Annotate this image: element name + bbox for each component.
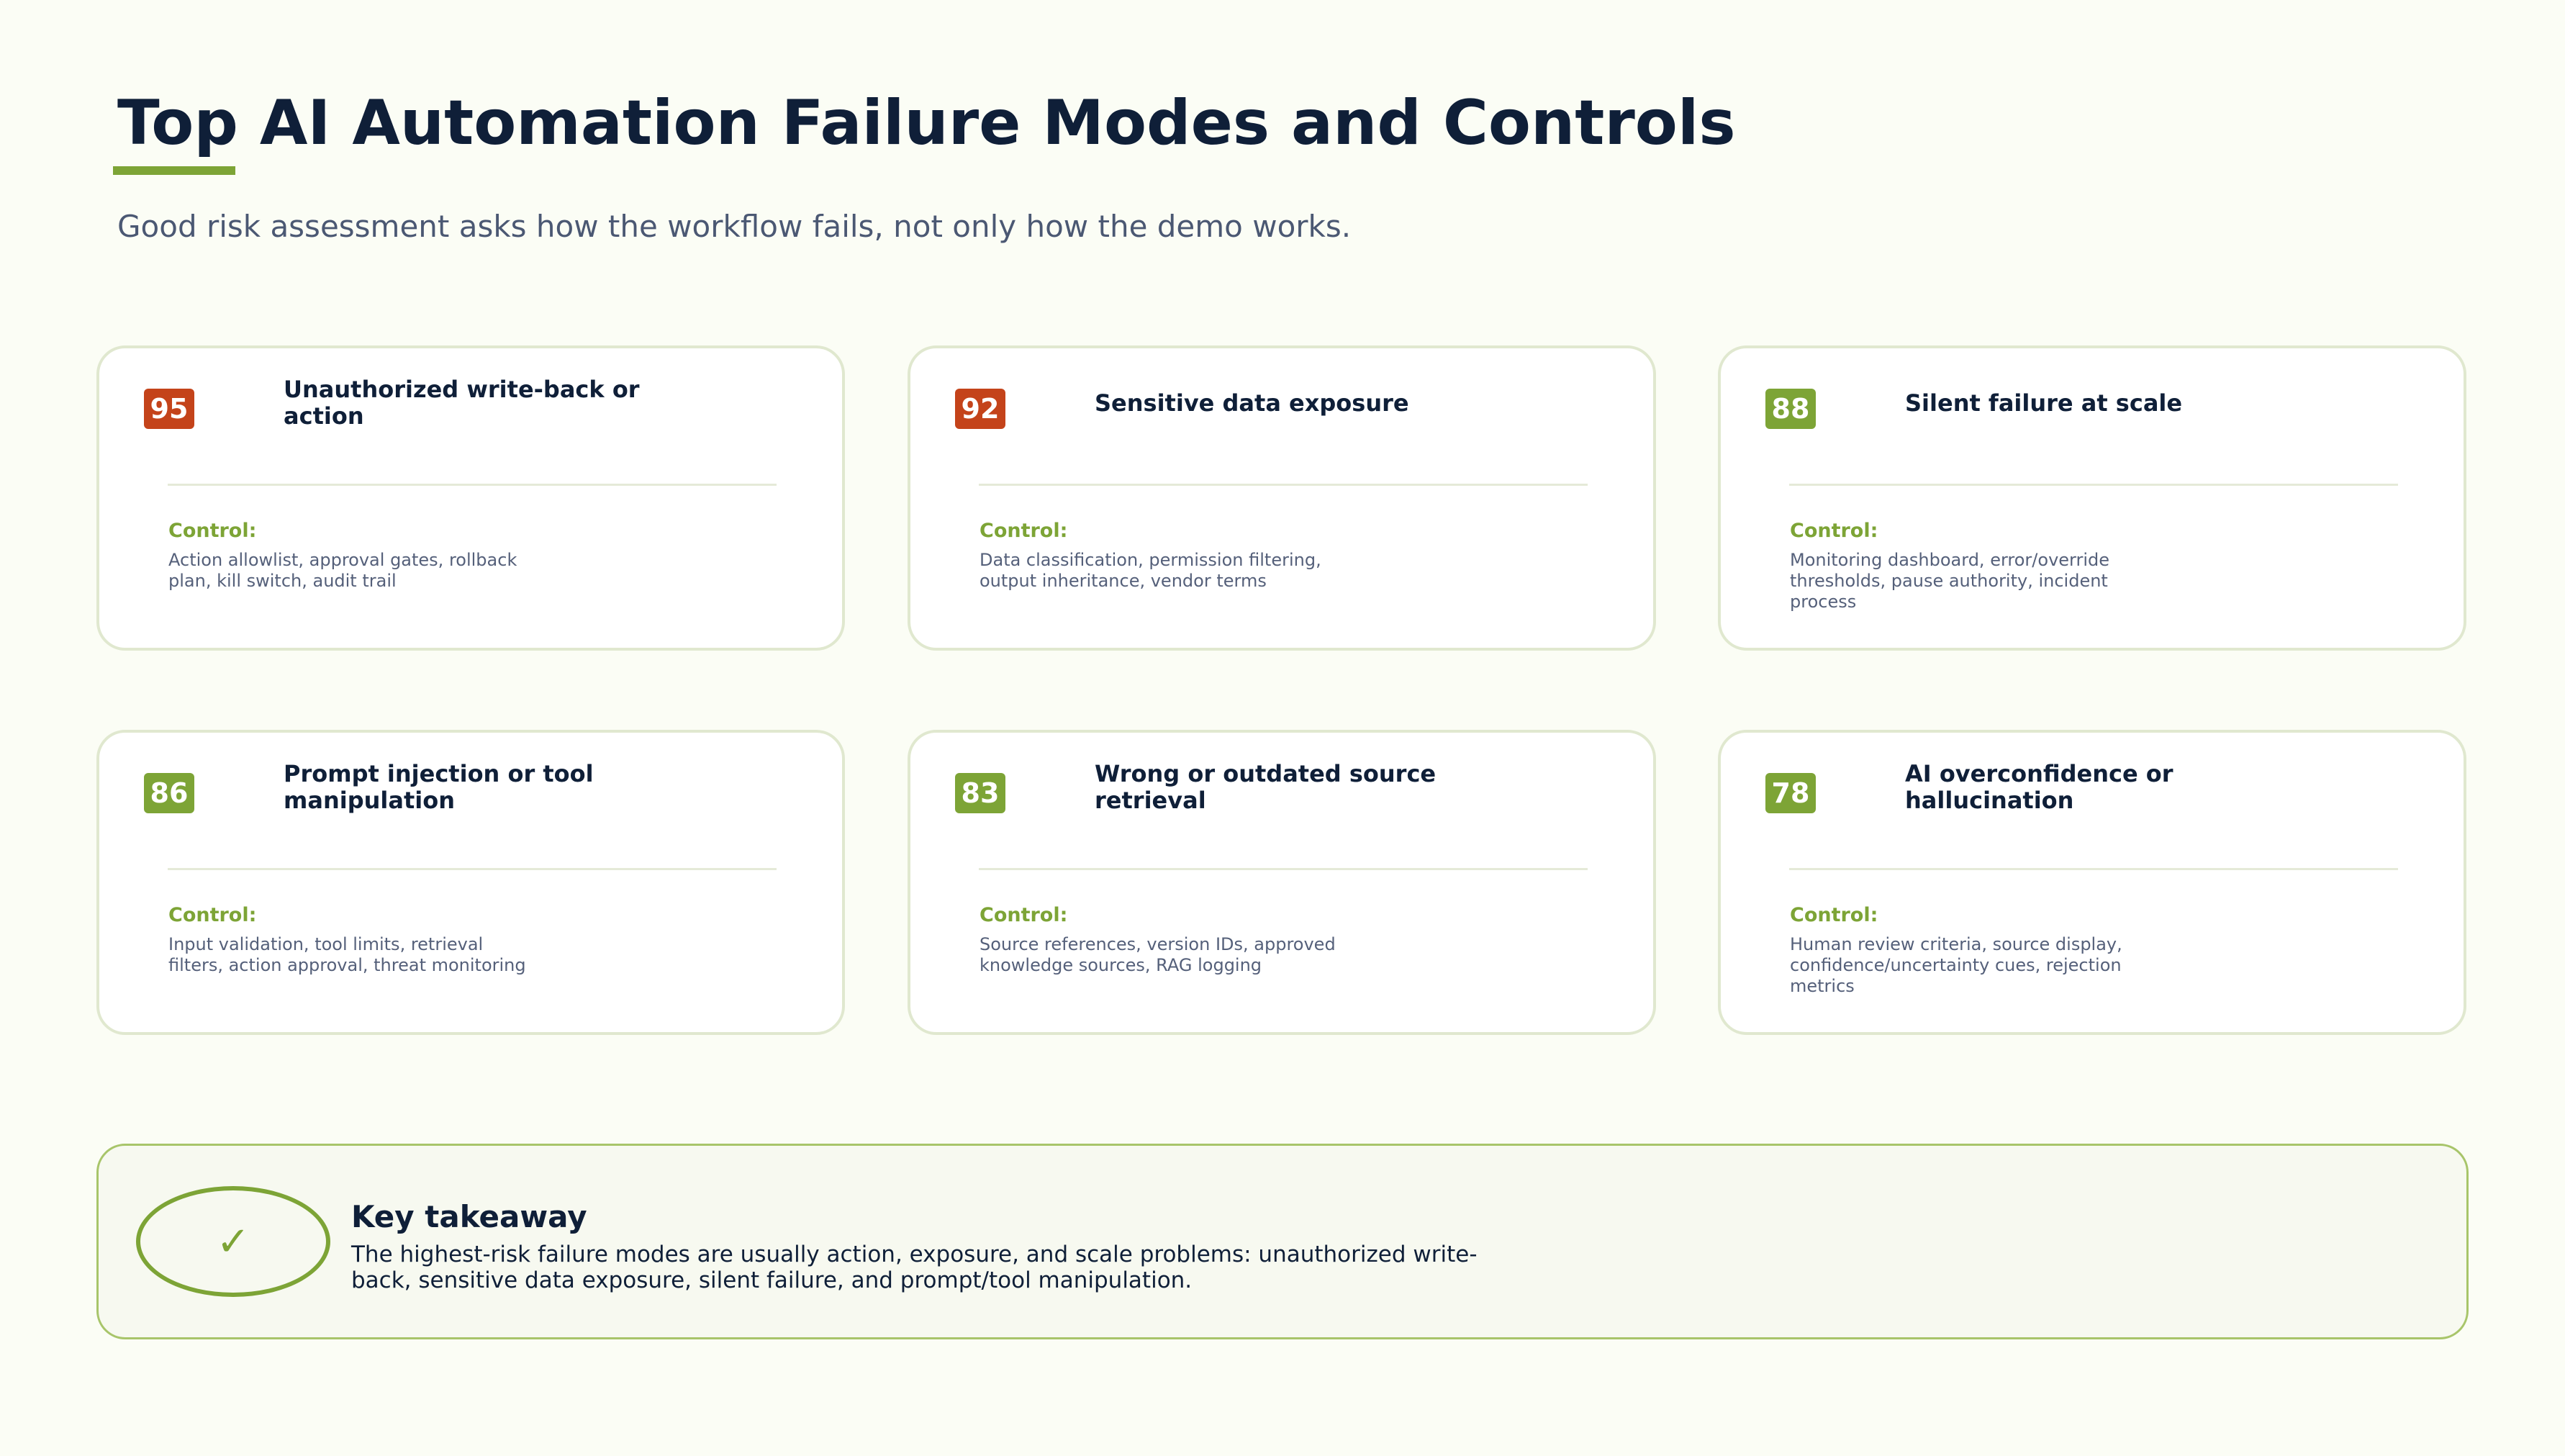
risk-score-badge: 92: [955, 389, 1005, 429]
control-text: Monitoring dashboard, error/override thr…: [1790, 550, 2110, 612]
failure-mode-title: Prompt injection or tool manipulation: [284, 760, 594, 814]
control-label: Control:: [980, 520, 1068, 542]
control-label: Control:: [1790, 904, 1878, 926]
card-divider: [979, 868, 1588, 870]
card-divider: [1789, 868, 2398, 870]
page-title: Top AI Automation Failure Modes and Cont…: [117, 87, 1736, 159]
title-underline: [113, 166, 235, 175]
failure-mode-card: 78 AI overconfidence or hallucination Co…: [1718, 730, 2466, 1035]
takeaway-title: Key takeaway: [351, 1199, 587, 1234]
failure-mode-title: Sensitive data exposure: [1095, 389, 1409, 417]
risk-score-badge: 86: [144, 773, 194, 813]
control-text: Action allowlist, approval gates, rollba…: [168, 550, 517, 591]
failure-mode-card: 86 Prompt injection or tool manipulation…: [96, 730, 845, 1035]
card-divider: [979, 484, 1588, 486]
failure-mode-title: AI overconfidence or hallucination: [1905, 760, 2173, 814]
failure-mode-title: Wrong or outdated source retrieval: [1095, 760, 1437, 814]
failure-mode-title: Silent failure at scale: [1905, 389, 2183, 417]
control-text: Source references, version IDs, approved…: [980, 934, 1336, 975]
risk-score-badge: 88: [1765, 389, 1816, 429]
key-takeaway-panel: ✓ Key takeaway The highest-risk failure …: [96, 1144, 2469, 1339]
card-divider: [1789, 484, 2398, 486]
check-icon: ✓: [136, 1186, 330, 1297]
control-label: Control:: [168, 520, 257, 542]
takeaway-text: The highest-risk failure modes are usual…: [351, 1242, 1478, 1293]
card-divider: [168, 484, 777, 486]
card-divider: [168, 868, 777, 870]
risk-score-badge: 83: [955, 773, 1005, 813]
control-label: Control:: [980, 904, 1068, 926]
risk-score-badge: 78: [1765, 773, 1816, 813]
control-text: Data classification, permission filterin…: [980, 550, 1321, 591]
failure-mode-card: 95 Unauthorized write-back or action Con…: [96, 345, 845, 651]
failure-mode-title: Unauthorized write-back or action: [284, 376, 640, 430]
control-text: Input validation, tool limits, retrieval…: [168, 934, 526, 975]
risk-score-badge: 95: [144, 389, 194, 429]
control-text: Human review criteria, source display, c…: [1790, 934, 2122, 996]
failure-mode-card: 88 Silent failure at scale Control: Moni…: [1718, 345, 2466, 651]
control-label: Control:: [1790, 520, 1878, 542]
control-label: Control:: [168, 904, 257, 926]
failure-mode-card: 83 Wrong or outdated source retrieval Co…: [908, 730, 1656, 1035]
failure-mode-card: 92 Sensitive data exposure Control: Data…: [908, 345, 1656, 651]
page-subtitle: Good risk assessment asks how the workfl…: [117, 209, 1352, 244]
